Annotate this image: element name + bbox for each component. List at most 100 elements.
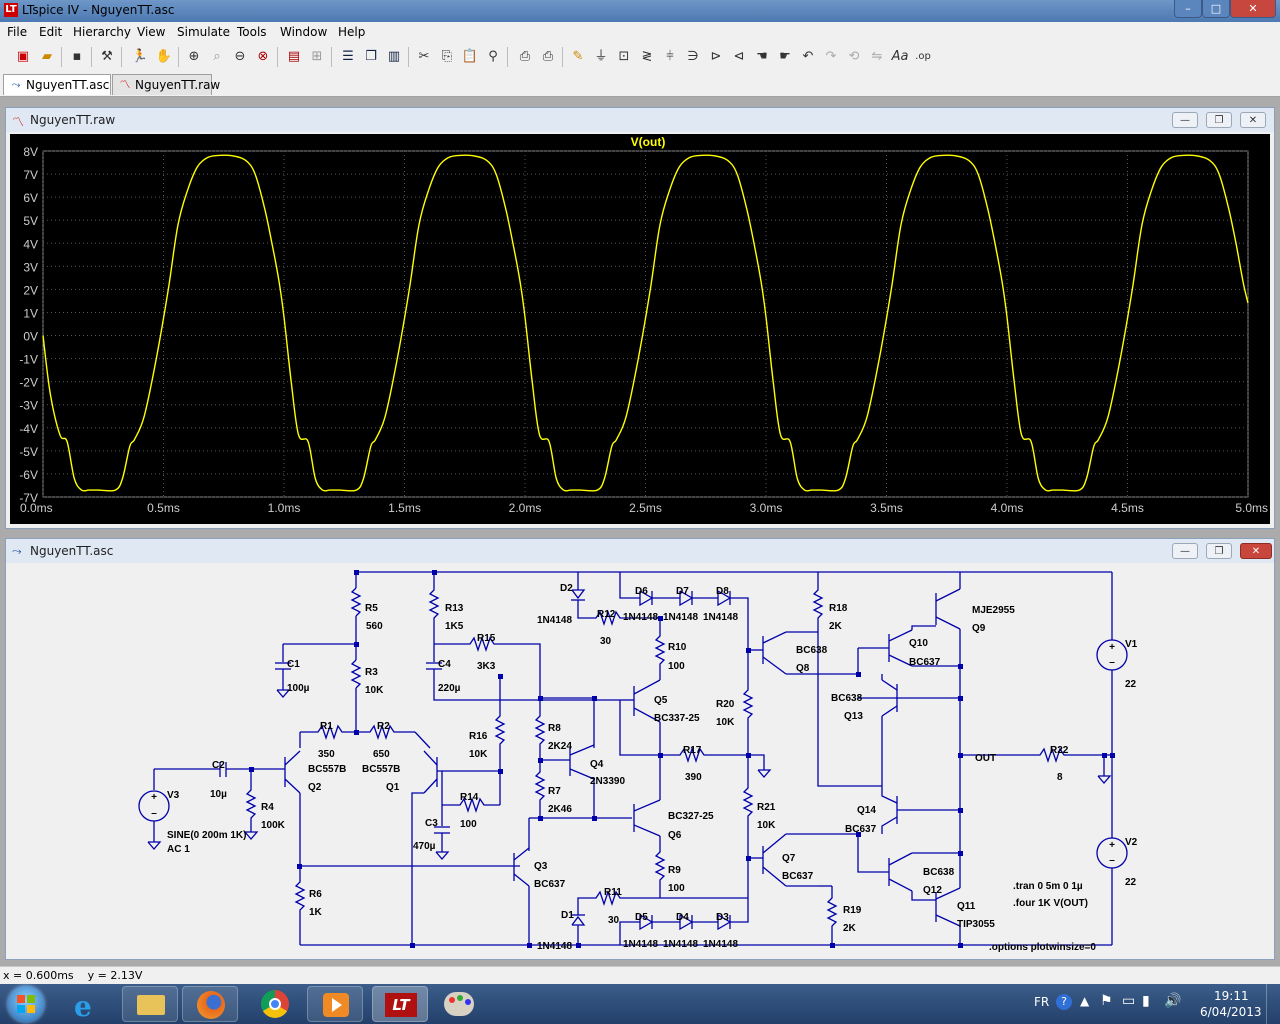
schematic-label[interactable]: 350 — [318, 749, 335, 760]
chrome-icon[interactable] — [247, 986, 303, 1022]
schematic-wires[interactable] — [138, 571, 1128, 946]
schematic-label[interactable]: Q4 — [590, 759, 604, 770]
network-icon[interactable]: ▮ — [1142, 993, 1150, 1009]
schematic-label[interactable]: 10µ — [210, 789, 227, 800]
schematic-label[interactable]: R3 — [365, 667, 378, 678]
tile-horizontal-icon[interactable]: ☰ — [342, 49, 354, 64]
schematic-label[interactable]: R18 — [829, 603, 848, 614]
schematic-label[interactable]: 1N4148 — [703, 939, 738, 950]
schematic-label[interactable]: R13 — [445, 603, 464, 614]
menu-hierarchy[interactable]: Hierarchy — [73, 25, 132, 39]
schematic-label[interactable]: .options plotwinsize=0 — [989, 942, 1096, 953]
schematic-label[interactable]: 10K — [716, 717, 735, 728]
schematic-label[interactable]: D4 — [676, 912, 689, 923]
schematic-restore-button[interactable]: ❐ — [1206, 543, 1232, 559]
tile-vertical-icon[interactable]: ▥ — [387, 49, 401, 64]
copy-icon[interactable]: ⎘ — [441, 49, 453, 64]
redo-icon[interactable]: ↷ — [825, 49, 837, 64]
language-indicator[interactable]: FR — [1034, 995, 1050, 1009]
schematic-label[interactable]: 30 — [608, 915, 620, 926]
schematic-label[interactable]: Q13 — [844, 711, 863, 722]
schematic-label[interactable]: D1 — [561, 910, 574, 921]
schematic-label[interactable]: R10 — [668, 642, 687, 653]
schematic-label[interactable]: Q10 — [909, 638, 928, 649]
schematic-label[interactable]: 1N4148 — [537, 941, 572, 952]
schematic-label[interactable]: D2 — [560, 583, 573, 594]
volume-icon[interactable]: 🔊 — [1164, 993, 1182, 1009]
rotate-icon[interactable]: ⟲ — [848, 49, 860, 64]
open-folder-icon[interactable]: ▰ — [42, 49, 52, 64]
schematic-label[interactable]: 2K46 — [548, 804, 572, 815]
schematic-label[interactable]: Q12 — [923, 885, 942, 896]
schematic-label[interactable]: Q8 — [796, 663, 810, 674]
ground-icon[interactable]: ⏚ — [594, 49, 608, 64]
schematic-label[interactable]: 10K — [365, 685, 384, 696]
pan-hand-icon[interactable]: ✋ — [155, 49, 173, 64]
schematic-label[interactable]: V2 — [1125, 837, 1138, 848]
schematic-label[interactable]: AC 1 — [167, 844, 190, 855]
schematic-label[interactable]: R19 — [843, 905, 862, 916]
save-icon[interactable]: ▪ — [72, 49, 82, 64]
menu-simulate[interactable]: Simulate — [177, 25, 231, 39]
schematic-label[interactable]: 1N4148 — [537, 615, 572, 626]
schematic-label[interactable]: Q6 — [668, 830, 682, 841]
close-button[interactable]: ✕ — [1230, 0, 1276, 18]
show-hidden-icons-icon[interactable]: ▲ — [1080, 994, 1090, 1008]
schematic-label[interactable]: R14 — [460, 792, 479, 803]
zoom-area-icon[interactable]: ⌕ — [213, 49, 221, 64]
schematic-label[interactable]: TIP3055 — [957, 919, 995, 930]
waveform-close-button[interactable]: ✕ — [1240, 112, 1266, 128]
schematic-label[interactable]: D6 — [635, 586, 648, 597]
schematic-label[interactable]: R17 — [683, 745, 702, 756]
internet-explorer-icon[interactable]: e — [74, 990, 92, 1023]
schematic-label[interactable]: BC637 — [534, 879, 566, 890]
schematic-label[interactable]: BC557B — [362, 764, 400, 775]
minimize-button[interactable]: – — [1174, 0, 1202, 18]
label-net-icon[interactable]: ⊡ — [618, 49, 630, 64]
tray-monitor-icon[interactable]: ▭ — [1122, 993, 1136, 1009]
cascade-windows-icon[interactable]: ❐ — [365, 49, 377, 64]
schematic-label[interactable]: R12 — [597, 609, 616, 620]
tab-schematic[interactable]: ⤳ NguyenTT.asc — [3, 74, 111, 95]
schematic-label[interactable]: R2 — [377, 721, 390, 732]
schematic-label[interactable]: Q2 — [308, 782, 322, 793]
diode-icon[interactable]: ⊳ — [710, 49, 722, 64]
schematic-label[interactable]: R21 — [757, 802, 776, 813]
print-setup-icon[interactable]: ⎙ — [519, 49, 531, 64]
capacitor-icon[interactable]: ⫩ — [666, 49, 674, 64]
schematic-label[interactable]: R6 — [309, 889, 322, 900]
schematic-label[interactable]: BC638 — [831, 693, 863, 704]
clock-date[interactable]: 6/04/2013 — [1200, 1005, 1262, 1019]
schematic-label[interactable]: R11 — [604, 887, 622, 898]
schematic-label[interactable]: 8 — [1057, 772, 1063, 783]
waveform-minimize-button[interactable]: — — [1172, 112, 1198, 128]
schematic-label[interactable]: 22 — [1125, 877, 1137, 888]
spice-directive-icon[interactable]: .op — [915, 51, 931, 62]
find-binoculars-icon[interactable]: ⚲ — [488, 49, 498, 64]
schematic-label[interactable]: BC637 — [782, 871, 814, 882]
schematic-label[interactable]: D7 — [676, 586, 689, 597]
schematic-label[interactable]: 1N4148 — [663, 939, 698, 950]
schematic-label[interactable]: R5 — [365, 603, 378, 614]
schematic-label[interactable]: Q1 — [386, 782, 400, 793]
schematic-minimize-button[interactable]: — — [1172, 543, 1198, 559]
show-desktop-button[interactable] — [1266, 984, 1280, 1024]
mark-icon[interactable]: ⊞ — [311, 49, 323, 64]
print-icon[interactable]: ⎙ — [542, 49, 554, 64]
schematic-label[interactable]: 2K24 — [548, 741, 572, 752]
schematic-label[interactable]: R4 — [261, 802, 274, 813]
schematic-label[interactable]: Q7 — [782, 853, 796, 864]
schematic-label[interactable]: 10K — [469, 749, 488, 760]
component-icon[interactable]: ⊲ — [733, 49, 745, 64]
menu-tools[interactable]: Tools — [237, 25, 267, 39]
schematic-label[interactable]: 1N4148 — [703, 612, 738, 623]
schematic-label[interactable]: Q11 — [957, 901, 976, 912]
schematic-label[interactable]: 1K5 — [445, 621, 464, 632]
schematic-label[interactable]: 100µ — [287, 683, 310, 694]
schematic-label[interactable]: V1 — [1125, 639, 1138, 650]
resistor-icon[interactable]: ≷ — [641, 49, 653, 64]
start-orb-icon[interactable] — [8, 986, 44, 1022]
new-schematic-icon[interactable]: ▣ — [16, 49, 30, 64]
cut-icon[interactable]: ✂ — [418, 49, 430, 64]
schematic-label[interactable]: BC637 — [845, 824, 877, 835]
